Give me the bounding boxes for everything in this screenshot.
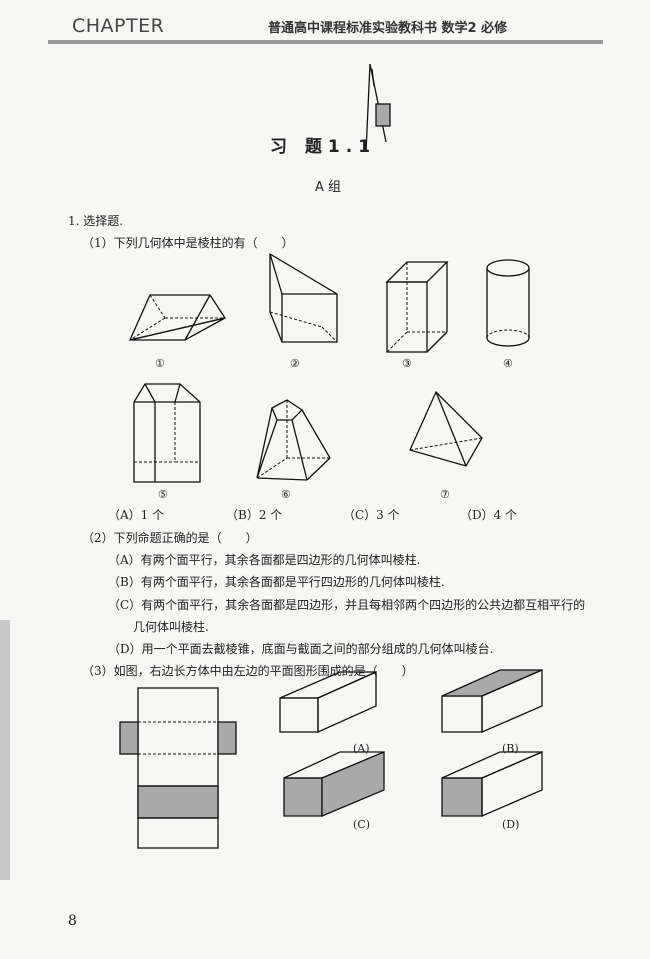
figure-label-1: ① (155, 357, 165, 370)
page-edge-texture (0, 620, 10, 880)
option-d: （D）4 个 (460, 508, 518, 522)
compass-icon (365, 63, 391, 153)
option-b: （B）2 个 (226, 508, 283, 522)
figure-label-7: ⑦ (440, 488, 450, 501)
part-2-option-a: （A）有两个面平行，其余各面都是四边形的几何体叫棱柱. (108, 553, 421, 567)
figure-3-cuboid (385, 261, 449, 353)
group-label: A 组 (315, 180, 342, 195)
book-series-title: 普通高中课程标准实验教科书 数学2 必修 (268, 21, 508, 36)
net-diagram (119, 687, 237, 849)
option-c: （C）3 个 (343, 508, 400, 522)
page-number: 8 (68, 913, 77, 929)
figure-label-6: ⑥ (281, 488, 291, 501)
figure-label-2: ② (290, 357, 300, 370)
part-2-option-d: （D）用一个平面去截棱锥，底面与截面之间的部分组成的几何体叫棱台. (108, 642, 494, 656)
cuboid-b (441, 669, 543, 733)
chapter-label: CHAPTER (72, 15, 165, 37)
figure-1-oblique-prism (128, 294, 227, 341)
header-rule (48, 40, 603, 44)
question-1-stem: 1. 选择题. (68, 214, 124, 228)
figure-7-pyramid (409, 390, 483, 467)
part-2-option-c-cont: 几何体叫棱柱. (133, 620, 209, 634)
cuboid-d (441, 751, 543, 817)
part-2-option-b: （B）有两个面平行，其余各面都是平行四边形的几何体叫棱柱. (108, 575, 445, 589)
option-a: （A）1 个 (108, 508, 165, 522)
exercise-title: 习 题1.1 (270, 137, 377, 157)
figure-2-solid (269, 252, 338, 343)
cuboid-a (279, 670, 377, 734)
figure-5-prism (133, 383, 201, 483)
cuboid-c-label: (C) (353, 818, 370, 831)
figure-label-3: ③ (402, 357, 412, 370)
figure-4-cylinder (486, 259, 530, 347)
cuboid-d-label: (D) (502, 818, 520, 831)
question-1-part-2: （2）下列命题正确的是（ ） (82, 531, 258, 545)
question-1-part-1: （1）下列几何体中是棱柱的有（ ） (82, 236, 294, 250)
figure-label-4: ④ (503, 357, 513, 370)
cuboid-c (283, 751, 385, 817)
figure-6-frustum (256, 399, 331, 481)
question-1-part-3: （3）如图，右边长方体中由左边的平面图形围成的是（ ） (82, 664, 414, 678)
figure-label-5: ⑤ (158, 488, 168, 501)
part-2-option-c: （C）有两个面平行，其余各面都是四边形，并且每相邻两个四边形的公共边都互相平行的 (108, 598, 586, 612)
